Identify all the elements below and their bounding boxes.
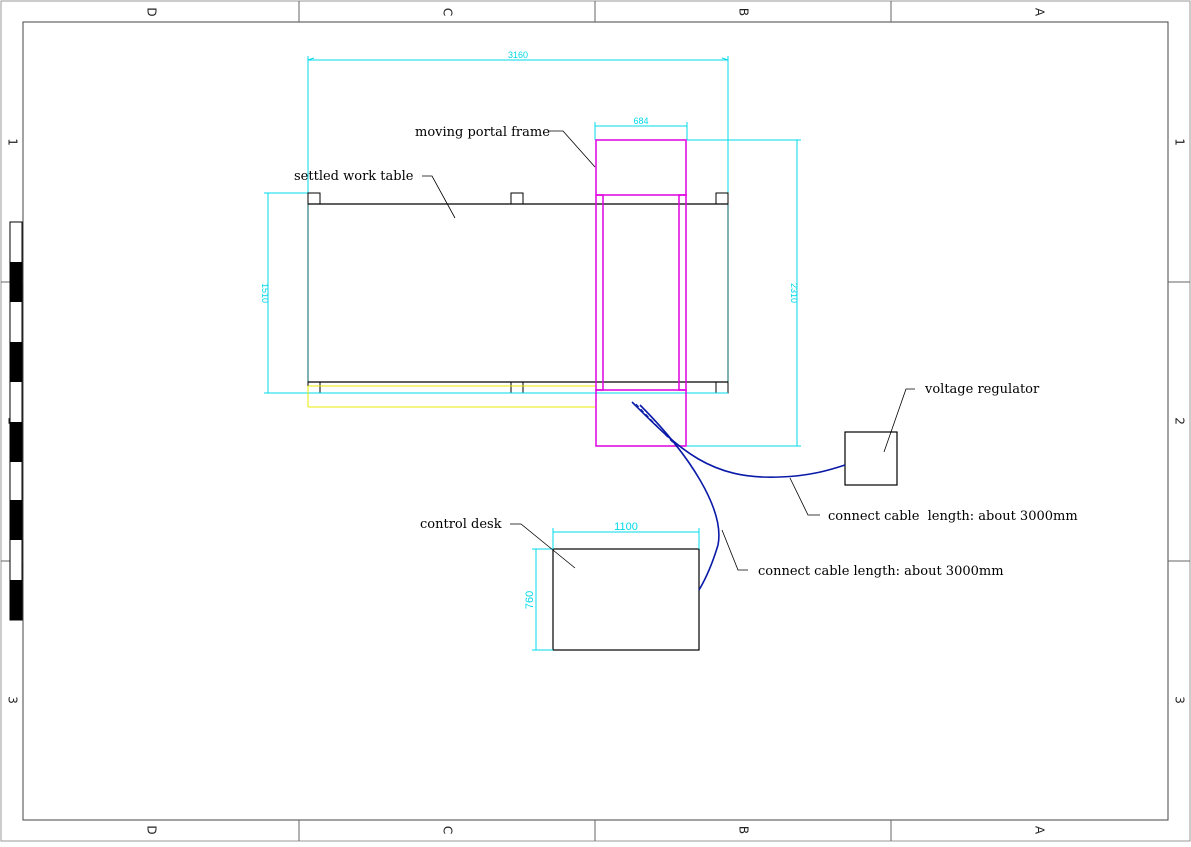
zone-top-col-3: B	[737, 8, 751, 16]
label-cable-regulator: connect cable length: about 3000mm	[828, 509, 1078, 524]
portal-frame	[595, 139, 687, 447]
zone-right-row-2: 2	[1173, 417, 1187, 425]
dimension-760	[532, 548, 553, 651]
cables	[631, 401, 846, 591]
label-moving-portal-frame: moving portal frame	[415, 125, 550, 140]
leader-lines	[422, 130, 915, 571]
dimension-1100-label: 1100	[614, 521, 638, 533]
zone-top-col-1: D	[145, 7, 159, 16]
zone-left-row-3: 3	[6, 696, 20, 704]
dimension-1100	[552, 528, 700, 549]
control-desk-box	[552, 548, 700, 651]
zone-left-row-1: 1	[6, 138, 20, 146]
alignment-line	[307, 385, 595, 408]
dimension-684-label: 684	[633, 116, 648, 126]
zone-bottom-col-1: D	[145, 825, 159, 834]
dimension-760-label: 760	[524, 591, 536, 609]
label-settled-work-table: settled work table	[294, 169, 414, 184]
dimension-2310	[687, 139, 801, 447]
work-table	[307, 192, 729, 394]
zone-bottom-col-2: C	[441, 826, 455, 834]
dimension-1510	[264, 192, 308, 394]
label-cable-desk: connect cable length: about 3000mm	[758, 564, 1004, 579]
cable-to-regulator	[631, 401, 846, 478]
zone-bottom-col-4: A	[1033, 826, 1047, 835]
dimension-2310-label: 2310	[789, 283, 799, 303]
dimension-684	[594, 122, 688, 140]
dimension-3160	[307, 56, 729, 205]
label-control-desk: control desk	[420, 517, 502, 532]
cable-to-desk	[639, 404, 720, 591]
zone-top-col-2: C	[441, 8, 455, 16]
zone-top-col-4: A	[1033, 8, 1047, 17]
zone-right-row-1: 1	[1173, 138, 1187, 146]
cable-bundle	[635, 403, 681, 451]
zone-bottom-col-3: B	[737, 826, 751, 834]
label-voltage-regulator: voltage regulator	[924, 382, 1040, 397]
dimension-3160-label: 3160	[508, 50, 528, 60]
zone-right-row-3: 3	[1173, 696, 1187, 704]
voltage-regulator-box	[844, 431, 898, 486]
scale-bar	[9, 221, 23, 621]
dimension-1510-label: 1510	[260, 283, 270, 303]
